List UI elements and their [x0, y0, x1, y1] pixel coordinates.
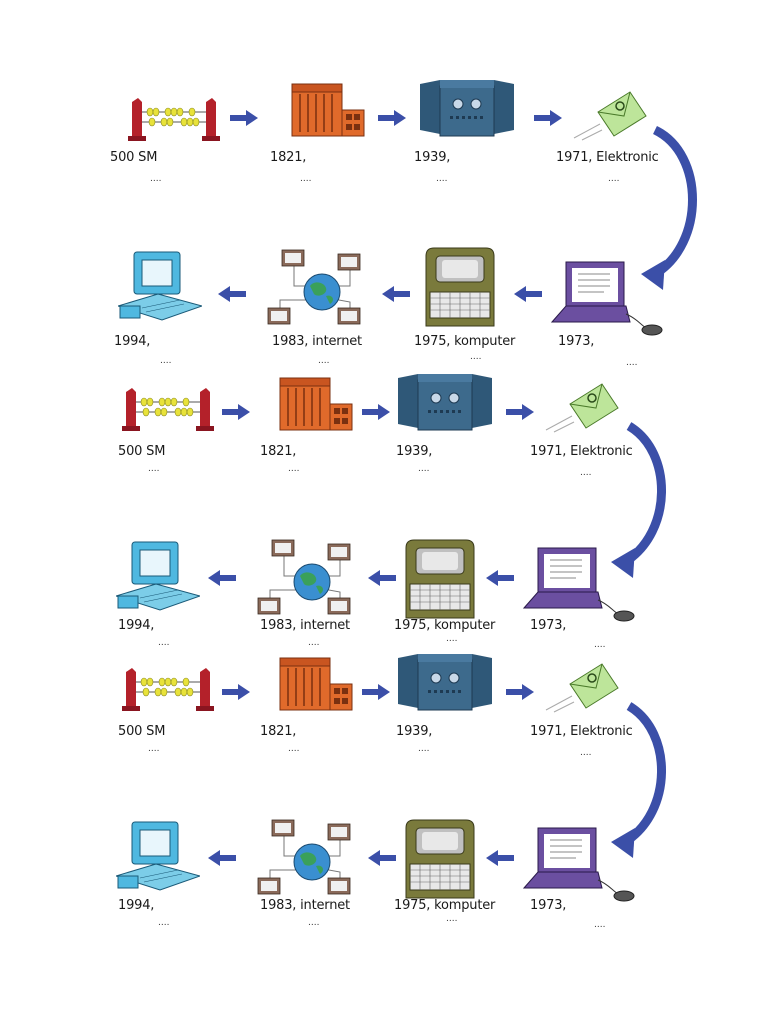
- arrow-right-icon: [378, 110, 406, 126]
- timeline-label-top-3: 1939,: [396, 444, 433, 459]
- timeline-label-top-4: 1971, Elektronic: [530, 444, 633, 459]
- timeline-label-bottom-4: 1973,: [558, 334, 595, 349]
- timeline-label-bottom-3: 1975, komputer: [394, 898, 496, 913]
- placeholder-dots: ....: [148, 464, 160, 474]
- timeline-label-bottom-4: 1973,: [530, 618, 567, 633]
- network-icon: [256, 536, 364, 622]
- mainframe-icon: [396, 372, 494, 432]
- placeholder-dots: ....: [158, 638, 170, 648]
- mainframe-icon: [418, 78, 516, 138]
- timeline-label-top-2: 1821,: [270, 150, 307, 165]
- arrow-left-icon: [382, 286, 410, 302]
- timeline-label-top-1: 500 SM: [110, 150, 158, 165]
- arrow-right-icon: [222, 404, 250, 420]
- placeholder-dots: ....: [580, 748, 592, 758]
- arrow-right-icon: [534, 110, 562, 126]
- desktop-computer-icon: [118, 250, 202, 326]
- network-icon: [266, 246, 374, 332]
- timeline-label-bottom-1: 1994,: [114, 334, 151, 349]
- timeline-label-bottom-4: 1973,: [530, 898, 567, 913]
- placeholder-dots: ....: [288, 464, 300, 474]
- placeholder-dots: ....: [594, 640, 606, 650]
- placeholder-dots: ....: [418, 464, 430, 474]
- timeline-label-top-1: 500 SM: [118, 444, 166, 459]
- timeline-label-bottom-3: 1975, komputer: [414, 334, 516, 349]
- difference-engine-icon: [288, 82, 368, 138]
- timeline-label-bottom-2: 1983, internet: [260, 898, 350, 913]
- timeline-label-top-2: 1821,: [260, 444, 297, 459]
- timeline-label-top-2: 1821,: [260, 724, 297, 739]
- placeholder-dots: ....: [446, 634, 458, 644]
- laptop-icon: [522, 544, 638, 624]
- placeholder-dots: ....: [608, 174, 620, 184]
- network-icon: [256, 816, 364, 902]
- arrow-left-icon: [208, 850, 236, 866]
- arrow-left-icon: [368, 570, 396, 586]
- abacus-icon: [128, 96, 220, 142]
- placeholder-dots: ....: [288, 744, 300, 754]
- arrow-right-icon: [506, 684, 534, 700]
- abacus-icon: [122, 666, 214, 712]
- abacus-icon: [122, 386, 214, 432]
- timeline-label-bottom-2: 1983, internet: [260, 618, 350, 633]
- arrow-right-icon: [362, 684, 390, 700]
- laptop-icon: [522, 824, 638, 904]
- timeline-panel-1: 500 SM .... 1821, .... 19: [100, 78, 705, 368]
- arrow-right-icon: [506, 404, 534, 420]
- curved-arrow-down-icon: [611, 702, 666, 858]
- placeholder-dots: ....: [158, 918, 170, 928]
- arrow-left-icon: [218, 286, 246, 302]
- placeholder-dots: ....: [594, 920, 606, 930]
- curved-arrow-down-icon: [641, 125, 697, 290]
- placeholder-dots: ....: [148, 744, 160, 754]
- curved-arrow-down-icon: [611, 422, 666, 578]
- timeline-panel-2: 500 SM .... 1821, .... 19: [100, 372, 680, 652]
- placeholder-dots: ....: [308, 638, 320, 648]
- arrow-left-icon: [514, 286, 542, 302]
- arrow-left-icon: [486, 850, 514, 866]
- placeholder-dots: ....: [150, 174, 162, 184]
- placeholder-dots: ....: [436, 174, 448, 184]
- arrow-right-icon: [230, 110, 258, 126]
- terminal-icon: [420, 246, 500, 330]
- timeline-panel-3: 500 SM .... 1821, .... 19: [100, 652, 680, 932]
- placeholder-dots: ....: [418, 744, 430, 754]
- arrow-right-icon: [362, 404, 390, 420]
- timeline-label-top-3: 1939,: [396, 724, 433, 739]
- desktop-computer-icon: [116, 820, 200, 896]
- email-envelope-icon: [544, 378, 620, 434]
- difference-engine-icon: [276, 656, 356, 712]
- timeline-label-top-3: 1939,: [414, 150, 451, 165]
- placeholder-dots: ....: [626, 358, 638, 368]
- laptop-icon: [550, 258, 666, 338]
- placeholder-dots: ....: [300, 174, 312, 184]
- terminal-icon: [400, 818, 480, 902]
- terminal-icon: [400, 538, 480, 622]
- timeline-label-top-1: 500 SM: [118, 724, 166, 739]
- timeline-label-bottom-1: 1994,: [118, 898, 155, 913]
- timeline-label-top-4: 1971, Elektronic: [556, 150, 659, 165]
- placeholder-dots: ....: [580, 468, 592, 478]
- placeholder-dots: ....: [318, 356, 330, 366]
- email-envelope-icon: [572, 86, 648, 142]
- arrow-left-icon: [486, 570, 514, 586]
- placeholder-dots: ....: [470, 352, 482, 362]
- arrow-left-icon: [368, 850, 396, 866]
- arrow-left-icon: [208, 570, 236, 586]
- desktop-computer-icon: [116, 540, 200, 616]
- placeholder-dots: ....: [160, 356, 172, 366]
- timeline-label-bottom-2: 1983, internet: [272, 334, 362, 349]
- timeline-label-bottom-3: 1975, komputer: [394, 618, 496, 633]
- difference-engine-icon: [276, 376, 356, 432]
- placeholder-dots: ....: [446, 914, 458, 924]
- placeholder-dots: ....: [308, 918, 320, 928]
- timeline-label-bottom-1: 1994,: [118, 618, 155, 633]
- email-envelope-icon: [544, 658, 620, 714]
- mainframe-icon: [396, 652, 494, 712]
- arrow-right-icon: [222, 684, 250, 700]
- timeline-label-top-4: 1971, Elektronic: [530, 724, 633, 739]
